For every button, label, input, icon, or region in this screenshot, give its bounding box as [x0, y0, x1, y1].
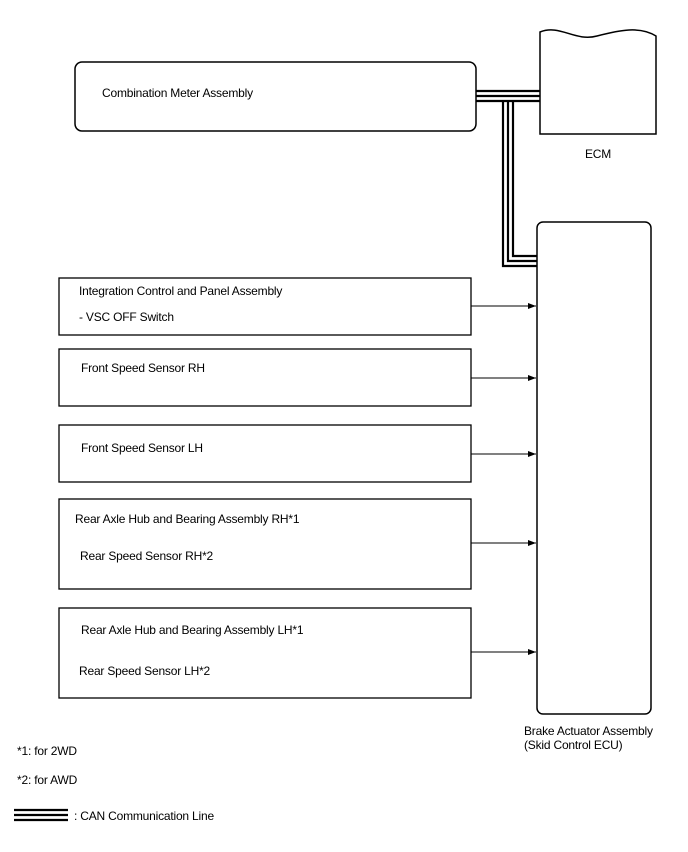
combination-meter-label: Combination Meter Assembly: [102, 86, 253, 100]
brake-actuator-label: Brake Actuator Assembly: [524, 724, 653, 738]
legend-can-label: : CAN Communication Line: [74, 809, 214, 823]
rear-lh-hub-label: Rear Axle Hub and Bearing Assembly LH*1: [81, 623, 304, 637]
can-line-meter-to-ecm: [476, 89, 540, 103]
ecm-box: [539, 29, 657, 135]
ecm-label: ECM: [585, 147, 612, 161]
can-line-to-brake-actuator: [501, 101, 537, 268]
front-sensor-lh-box: [58, 424, 472, 483]
rear-lh-sensor-label: Rear Speed Sensor LH*2: [79, 664, 211, 678]
can-bus-lines: [476, 89, 540, 268]
brake-actuator-box: [536, 221, 652, 715]
vsc-off-switch-label: - VSC OFF Switch: [79, 310, 174, 324]
front-sensor-lh-label: Front Speed Sensor LH: [81, 441, 203, 455]
rear-rh-sensor-label: Rear Speed Sensor RH*2: [80, 549, 214, 563]
brake-actuator-sublabel: (Skid Control ECU): [524, 738, 623, 752]
footnote-1: *1: for 2WD: [17, 744, 77, 758]
legend-can-symbol: [14, 808, 68, 822]
front-sensor-rh-box: [58, 348, 472, 407]
rear-lh-box: [58, 607, 472, 699]
rear-rh-box: [58, 498, 472, 590]
integration-panel-label: Integration Control and Panel Assembly: [79, 284, 283, 298]
rear-rh-hub-label: Rear Axle Hub and Bearing Assembly RH*1: [75, 512, 300, 526]
signal-arrows: [471, 303, 536, 655]
front-sensor-rh-label: Front Speed Sensor RH: [81, 361, 205, 375]
footnote-2: *2: for AWD: [17, 773, 78, 787]
